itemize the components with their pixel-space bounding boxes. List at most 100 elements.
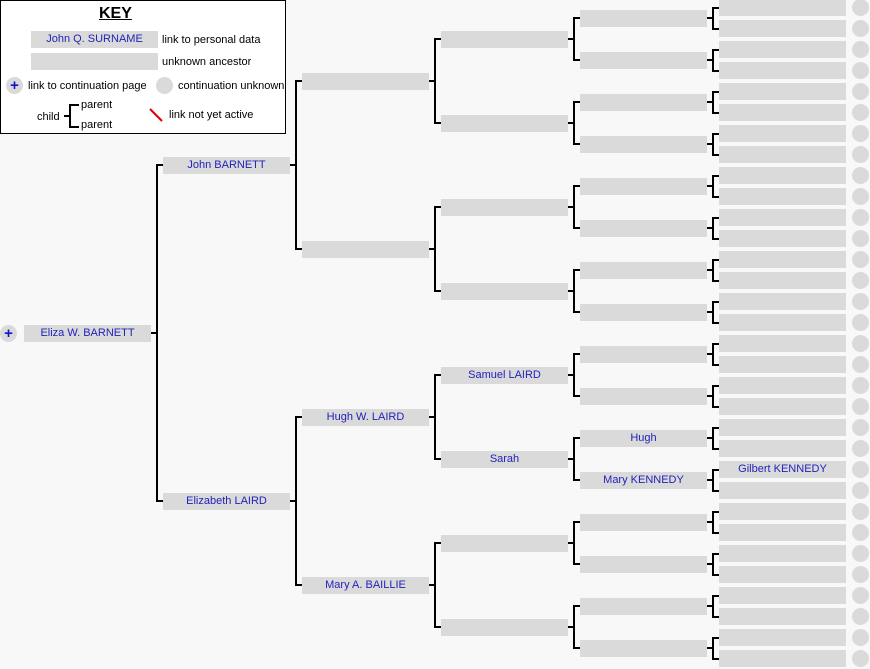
unknown-ancestor-box bbox=[580, 9, 707, 27]
child-connector-line bbox=[568, 290, 574, 292]
ancestor-name-box[interactable]: Mary A. BAILLIE bbox=[302, 576, 429, 594]
unknown-ancestor-box bbox=[719, 314, 846, 331]
key-plus-icon: + bbox=[6, 77, 23, 94]
unknown-ancestor-box bbox=[580, 513, 707, 531]
bracket-vertical-line bbox=[712, 384, 714, 408]
unknown-ancestor-box bbox=[719, 524, 846, 541]
child-connector-line bbox=[568, 122, 574, 124]
ancestor-name-box[interactable]: Mary KENNEDY bbox=[580, 471, 707, 489]
bracket-vertical-line bbox=[712, 300, 714, 324]
unknown-ancestor-box bbox=[580, 345, 707, 363]
bracket-vertical-line bbox=[295, 416, 297, 586]
child-connector-line bbox=[707, 185, 713, 187]
continuation-unknown-icon bbox=[852, 503, 869, 520]
parent-connector-line bbox=[295, 80, 302, 82]
ancestor-name-box[interactable]: Hugh W. LAIRD bbox=[302, 408, 429, 426]
continuation-unknown-icon bbox=[852, 314, 869, 331]
child-connector-line bbox=[707, 143, 713, 145]
child-connector-line bbox=[290, 164, 296, 166]
ancestor-name-box[interactable]: Elizabeth LAIRD bbox=[163, 492, 290, 510]
parent-connector-line bbox=[712, 657, 719, 660]
parent-connector-line bbox=[712, 363, 719, 366]
unknown-ancestor-box bbox=[441, 282, 568, 300]
key-continuation-label: link to continuation page bbox=[28, 80, 147, 92]
parent-connector-line bbox=[712, 573, 719, 576]
bracket-vertical-line bbox=[712, 636, 714, 660]
ancestor-name-box[interactable]: Hugh bbox=[580, 429, 707, 447]
unknown-ancestor-box bbox=[719, 230, 846, 247]
parent-connector-line bbox=[434, 626, 441, 628]
key-sample-name: John Q. SURNAME bbox=[31, 31, 158, 48]
parent-connector-line bbox=[712, 153, 719, 156]
unknown-ancestor-box bbox=[580, 219, 707, 237]
ancestor-name-box[interactable]: Sarah bbox=[441, 450, 568, 468]
parent-connector-line bbox=[573, 479, 580, 481]
parent-connector-line bbox=[712, 195, 719, 198]
continuation-unknown-icon bbox=[852, 230, 869, 247]
continuation-plus-icon[interactable]: + bbox=[0, 324, 17, 342]
parent-connector-line bbox=[712, 90, 719, 93]
key-continuation-unknown-label: continuation unknown bbox=[178, 80, 285, 92]
child-connector-line bbox=[707, 353, 713, 355]
ancestor-name-box[interactable]: Samuel LAIRD bbox=[441, 366, 568, 384]
parent-connector-line bbox=[712, 321, 719, 324]
unknown-ancestor-box bbox=[441, 114, 568, 132]
bracket-vertical-line bbox=[573, 185, 575, 229]
key-parent2-label: parent bbox=[81, 119, 113, 131]
ancestor-name-box[interactable]: Eliza W. BARNETT bbox=[24, 324, 151, 342]
unknown-ancestor-box bbox=[719, 419, 846, 436]
continuation-unknown-icon bbox=[852, 62, 869, 79]
bracket-vertical-line bbox=[434, 374, 436, 460]
bracket-vertical-line bbox=[712, 48, 714, 72]
bracket-vertical-line bbox=[434, 38, 436, 124]
key-child-label: child bbox=[37, 111, 60, 123]
bracket-vertical-line bbox=[712, 174, 714, 198]
parent-connector-line bbox=[712, 468, 719, 471]
continuation-unknown-icon bbox=[852, 566, 869, 583]
parent-connector-line bbox=[712, 594, 719, 597]
parent-connector-line bbox=[434, 38, 441, 40]
unknown-ancestor-box bbox=[719, 146, 846, 163]
continuation-unknown-icon bbox=[852, 524, 869, 541]
unknown-ancestor-box bbox=[719, 62, 846, 79]
parent-connector-line bbox=[573, 563, 580, 565]
parent-connector-line bbox=[573, 395, 580, 397]
unknown-ancestor-box bbox=[580, 555, 707, 573]
key-link-personal-label: link to personal data bbox=[162, 34, 261, 46]
parent-connector-line bbox=[573, 101, 580, 103]
bracket-vertical-line bbox=[295, 80, 297, 250]
continuation-unknown-icon bbox=[852, 482, 869, 499]
parent-connector-line bbox=[573, 311, 580, 313]
unknown-ancestor-box bbox=[441, 30, 568, 48]
parent-connector-line bbox=[712, 384, 719, 387]
unknown-ancestor-box bbox=[580, 177, 707, 195]
parent-connector-line bbox=[434, 374, 441, 376]
parent-connector-line bbox=[712, 426, 719, 429]
unknown-ancestor-box bbox=[719, 104, 846, 121]
unknown-ancestor-box bbox=[719, 608, 846, 625]
parent-connector-line bbox=[573, 353, 580, 355]
parent-connector-line bbox=[434, 206, 441, 208]
ancestor-name-box[interactable]: Gilbert KENNEDY bbox=[719, 461, 846, 478]
ancestor-name-box[interactable]: John BARNETT bbox=[163, 156, 290, 174]
unknown-ancestor-box bbox=[580, 387, 707, 405]
continuation-unknown-icon bbox=[852, 251, 869, 268]
parent-connector-line bbox=[712, 552, 719, 555]
bracket-vertical-line bbox=[573, 605, 575, 649]
child-connector-line bbox=[707, 605, 713, 607]
unknown-ancestor-box bbox=[719, 650, 846, 667]
parent-connector-line bbox=[712, 258, 719, 261]
continuation-unknown-icon bbox=[852, 272, 869, 289]
unknown-ancestor-box bbox=[719, 503, 846, 520]
child-connector-line bbox=[568, 206, 574, 208]
unknown-ancestor-box bbox=[719, 125, 846, 142]
parent-connector-line bbox=[434, 122, 441, 124]
unknown-ancestor-box bbox=[580, 597, 707, 615]
unknown-ancestor-box bbox=[719, 398, 846, 415]
parent-connector-line bbox=[712, 69, 719, 72]
unknown-ancestor-box bbox=[719, 377, 846, 394]
child-connector-line bbox=[707, 311, 713, 313]
child-connector-line bbox=[707, 521, 713, 523]
parent-connector-line bbox=[712, 174, 719, 177]
bracket-vertical-line bbox=[712, 594, 714, 618]
